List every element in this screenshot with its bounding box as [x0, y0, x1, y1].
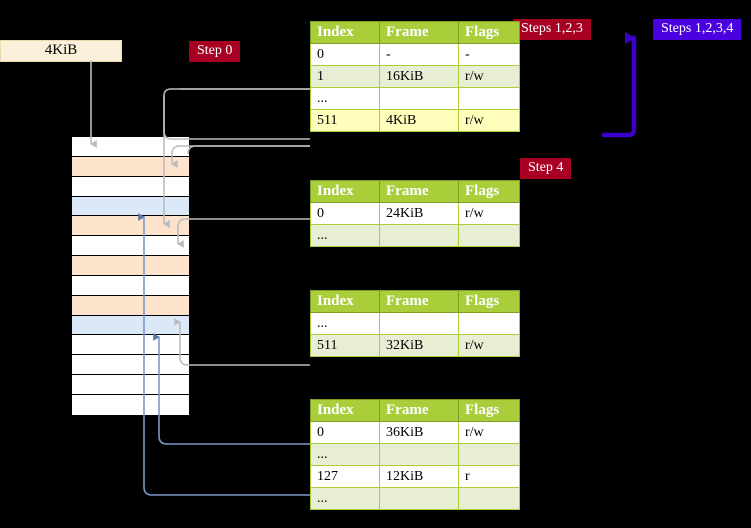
cell-flags: r/w	[458, 65, 520, 88]
table-header-row: Index Frame Flags	[310, 21, 520, 44]
page-table-pml4: Index Frame Flags 0 - - 1 16KiB r/w ...	[310, 21, 520, 132]
cell-index: 511	[310, 109, 380, 132]
cell-flags	[458, 443, 520, 466]
cell-frame	[379, 443, 459, 466]
cell-frame	[379, 224, 459, 247]
cell-index: 1	[310, 65, 380, 88]
badge-step-0: Step 0	[189, 41, 241, 62]
col-header-frame: Frame	[379, 399, 459, 422]
connector-table2-24kib	[176, 218, 310, 248]
cell-flags: r	[458, 465, 520, 488]
memory-row	[72, 315, 189, 336]
cell-frame: -	[379, 43, 459, 66]
memory-row	[72, 256, 189, 276]
connector-table3-32kib	[174, 318, 310, 366]
cell-frame: 24KiB	[379, 202, 459, 225]
col-header-index: Index	[310, 180, 380, 203]
table-row[interactable]: 0 - -	[310, 43, 520, 66]
badge-step-4: Step 4	[520, 158, 572, 179]
cell-index: 127	[310, 465, 380, 488]
memory-row	[72, 394, 189, 415]
cell-frame	[379, 487, 459, 510]
cell-flags: -	[458, 43, 520, 66]
badge-steps-123: Steps 1,2,3	[513, 19, 591, 40]
table-row[interactable]: ...	[310, 224, 520, 247]
memory-row	[72, 236, 189, 257]
col-header-frame: Frame	[379, 180, 459, 203]
cell-flags	[458, 87, 520, 110]
table-header-row: Index Frame Flags	[310, 399, 520, 422]
cell-frame	[379, 87, 459, 110]
col-header-index: Index	[310, 399, 380, 422]
cell-flags: r/w	[458, 421, 520, 444]
memory-row	[72, 216, 189, 237]
col-header-flags: Flags	[458, 21, 520, 44]
cell-frame: 16KiB	[379, 65, 459, 88]
cell-index: ...	[310, 87, 380, 110]
size-box-4kib: 4KiB	[0, 40, 122, 62]
col-header-frame: Frame	[379, 290, 459, 313]
cell-flags	[458, 487, 520, 510]
memory-row	[72, 335, 189, 356]
col-header-flags: Flags	[458, 399, 520, 422]
memory-row	[72, 275, 189, 296]
memory-row	[72, 196, 189, 217]
cell-flags	[458, 312, 520, 335]
cell-frame: 36KiB	[379, 421, 459, 444]
table-header-row: Index Frame Flags	[310, 180, 520, 203]
connector-table1-4kib	[163, 88, 312, 140]
cell-index: 0	[310, 421, 380, 444]
table-header-row: Index Frame Flags	[310, 290, 520, 313]
cell-flags	[458, 224, 520, 247]
cell-index: ...	[310, 224, 380, 247]
col-header-frame: Frame	[379, 21, 459, 44]
table-row[interactable]: 0 24KiB r/w	[310, 202, 520, 225]
table-row[interactable]: 511 32KiB r/w	[310, 334, 520, 357]
table-row[interactable]: ...	[310, 312, 520, 335]
cell-index: 0	[310, 43, 380, 66]
arrow-steps-sequence-violet	[601, 32, 637, 138]
page-table-pt: Index Frame Flags 0 36KiB r/w ... 127 12…	[310, 399, 520, 510]
table-row[interactable]: 0 36KiB r/w	[310, 421, 520, 444]
connector-table1-row511-mem	[187, 145, 310, 155]
connector-mem-arrow-b	[170, 145, 310, 168]
cell-frame: 12KiB	[379, 465, 459, 488]
table-row[interactable]: ...	[310, 443, 520, 466]
cell-index: 511	[310, 334, 380, 357]
table-row[interactable]: 1 16KiB r/w	[310, 65, 520, 88]
cell-frame: 32KiB	[379, 334, 459, 357]
cell-flags: r/w	[458, 334, 520, 357]
table-row[interactable]: ...	[310, 87, 520, 110]
memory-row	[72, 137, 189, 157]
memory-row	[72, 176, 189, 197]
memory-row	[72, 355, 189, 376]
memory-row	[72, 295, 189, 316]
cell-flags: r/w	[458, 202, 520, 225]
page-table-pdp: Index Frame Flags 0 24KiB r/w ...	[310, 180, 520, 247]
memory-row	[72, 156, 189, 177]
table-row[interactable]: 127 12KiB r	[310, 465, 520, 488]
col-header-flags: Flags	[458, 290, 520, 313]
memory-row	[72, 375, 189, 395]
cell-frame: 4KiB	[379, 109, 459, 132]
col-header-index: Index	[310, 290, 380, 313]
cell-index: ...	[310, 487, 380, 510]
cell-index: ...	[310, 312, 380, 335]
col-header-index: Index	[310, 21, 380, 44]
badge-steps-1234: Steps 1,2,3,4	[653, 19, 742, 40]
cell-index: 0	[310, 202, 380, 225]
table-row[interactable]: ...	[310, 487, 520, 510]
col-header-flags: Flags	[458, 180, 520, 203]
cell-index: ...	[310, 443, 380, 466]
cell-flags: r/w	[458, 109, 520, 132]
page-table-pd: Index Frame Flags ... 511 32KiB r/w	[310, 290, 520, 357]
memory-frame-column	[71, 136, 190, 415]
table-row[interactable]: 511 4KiB r/w	[310, 109, 520, 132]
cell-frame	[379, 312, 459, 335]
